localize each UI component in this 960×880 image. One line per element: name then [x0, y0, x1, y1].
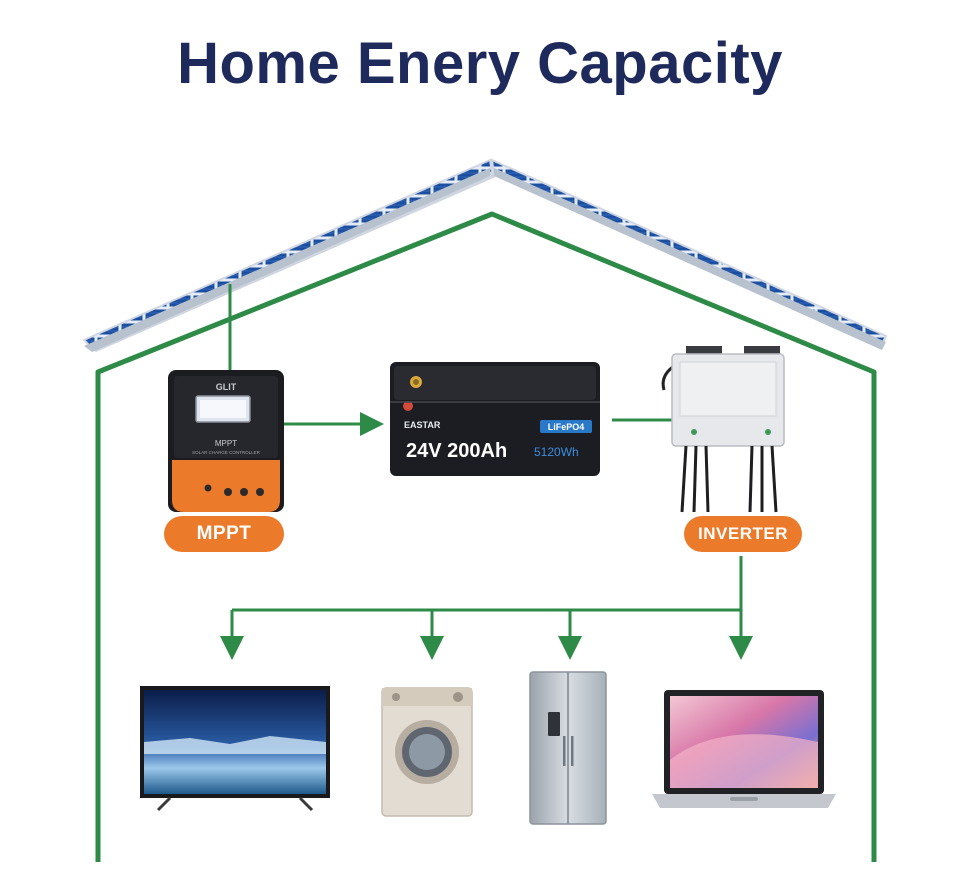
laptop-icon [652, 690, 836, 808]
inverter-label: INVERTER [684, 516, 802, 552]
battery-rating: 24V 200Ah [406, 440, 507, 462]
solar-panel-roof-icon [82, 158, 888, 352]
battery-icon: EASTAR LiFePO4 24V 200Ah 5120Wh [390, 362, 600, 476]
house-outline [95, 211, 877, 862]
battery-chemistry: LiFePO4 [548, 422, 585, 432]
refrigerator-icon [529, 671, 607, 825]
controller-model: MPPT [215, 439, 237, 448]
mppt-label: MPPT [164, 516, 284, 552]
battery-energy: 5120Wh [534, 445, 579, 459]
washing-machine-icon [381, 687, 473, 817]
charge-controller-icon: GLIT MPPT SOLAR CHARGE CONTROLLER [168, 370, 284, 512]
controller-brand: GLIT [216, 382, 237, 392]
controller-subtitle: SOLAR CHARGE CONTROLLER [192, 450, 261, 455]
inverter-icon [661, 346, 785, 513]
battery-brand: EASTAR [404, 420, 441, 430]
tv-icon [140, 686, 330, 812]
page-title: Home Enery Capacity [177, 31, 783, 96]
